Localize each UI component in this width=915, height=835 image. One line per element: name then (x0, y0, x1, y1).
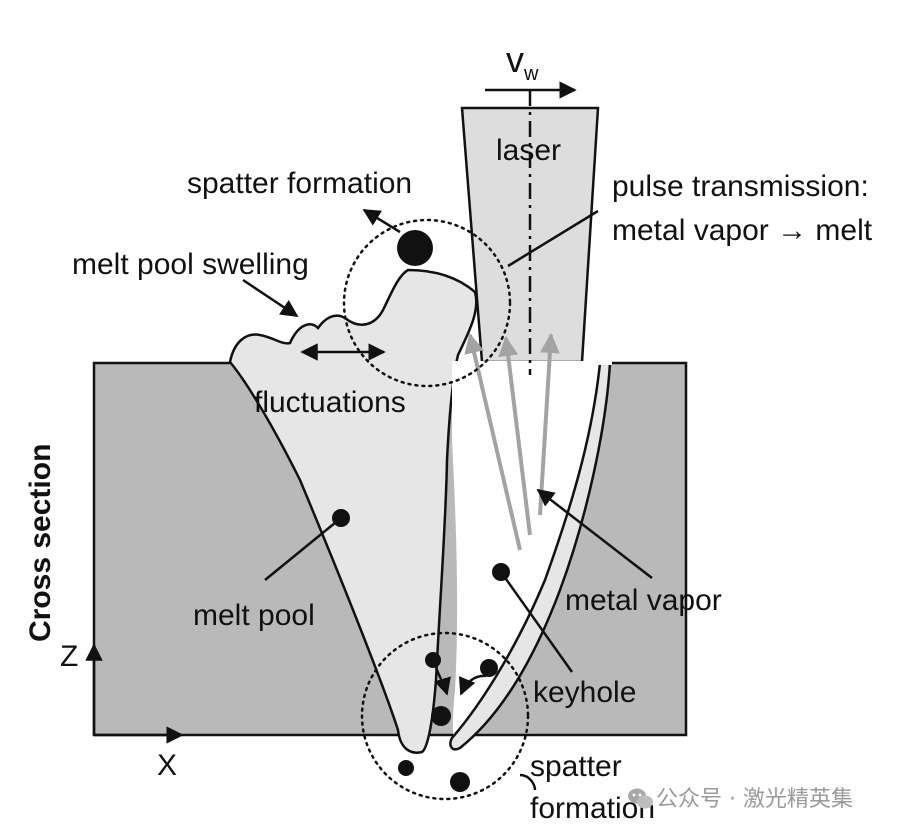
droplet-keyhole-left (425, 652, 441, 668)
melt-pool-leader-line (264, 517, 342, 581)
spatter-bottom-leader-line (519, 773, 537, 791)
metal-vapor-melt-label: metal vapor → melt (612, 214, 873, 247)
vapor-arrow-3 (538, 333, 560, 516)
droplet-keyhole-right (480, 659, 498, 677)
spatter-formation-top-label: spatter formation (187, 167, 412, 200)
watermark: 公众号 · 激光精英集 (628, 787, 853, 812)
watermark-text: 公众号 · 激光精英集 (656, 787, 853, 812)
swelling-pointer (242, 278, 299, 318)
spatter-ejection-arrow (362, 208, 401, 234)
melt-pool-region (228, 268, 478, 754)
fluctuations-label: fluctuations (254, 386, 406, 419)
pulse-transmission-label: pulse transmission: (612, 170, 869, 203)
spatter-bottom-label: spatter (530, 750, 622, 783)
spatter-zone-bottom (360, 631, 530, 801)
vapor-arrow-1 (464, 333, 522, 551)
metal-vapor-leader-line (536, 488, 653, 579)
droplet-ejected-left (398, 760, 414, 776)
spatter-droplet-top (397, 230, 433, 266)
laser-label: laser (496, 134, 561, 167)
wechat-icon (628, 788, 653, 809)
flow-arrow-right (458, 674, 487, 696)
pulse-leader-line (507, 209, 599, 268)
velocity-label: vw (506, 39, 539, 85)
droplet-keyhole-bottom (431, 706, 451, 726)
melt-pool-swelling-label: melt pool swelling (72, 248, 309, 281)
spatter-zone-top (342, 218, 512, 388)
keyhole-cavity (452, 362, 600, 748)
axis-z-label: Z (60, 640, 78, 673)
axis-x-label: X (157, 749, 177, 782)
droplet-ejected-right (450, 772, 470, 792)
keyhole-label: keyhole (533, 676, 636, 709)
keyhole-leader-line (499, 571, 574, 673)
cross-section-label: Cross section (24, 444, 57, 642)
melt-pool-label: melt pool (193, 599, 315, 632)
metal-vapor-label: metal vapor (565, 584, 722, 617)
vapor-arrow-2 (498, 336, 532, 536)
flow-arrow-left (434, 667, 451, 696)
